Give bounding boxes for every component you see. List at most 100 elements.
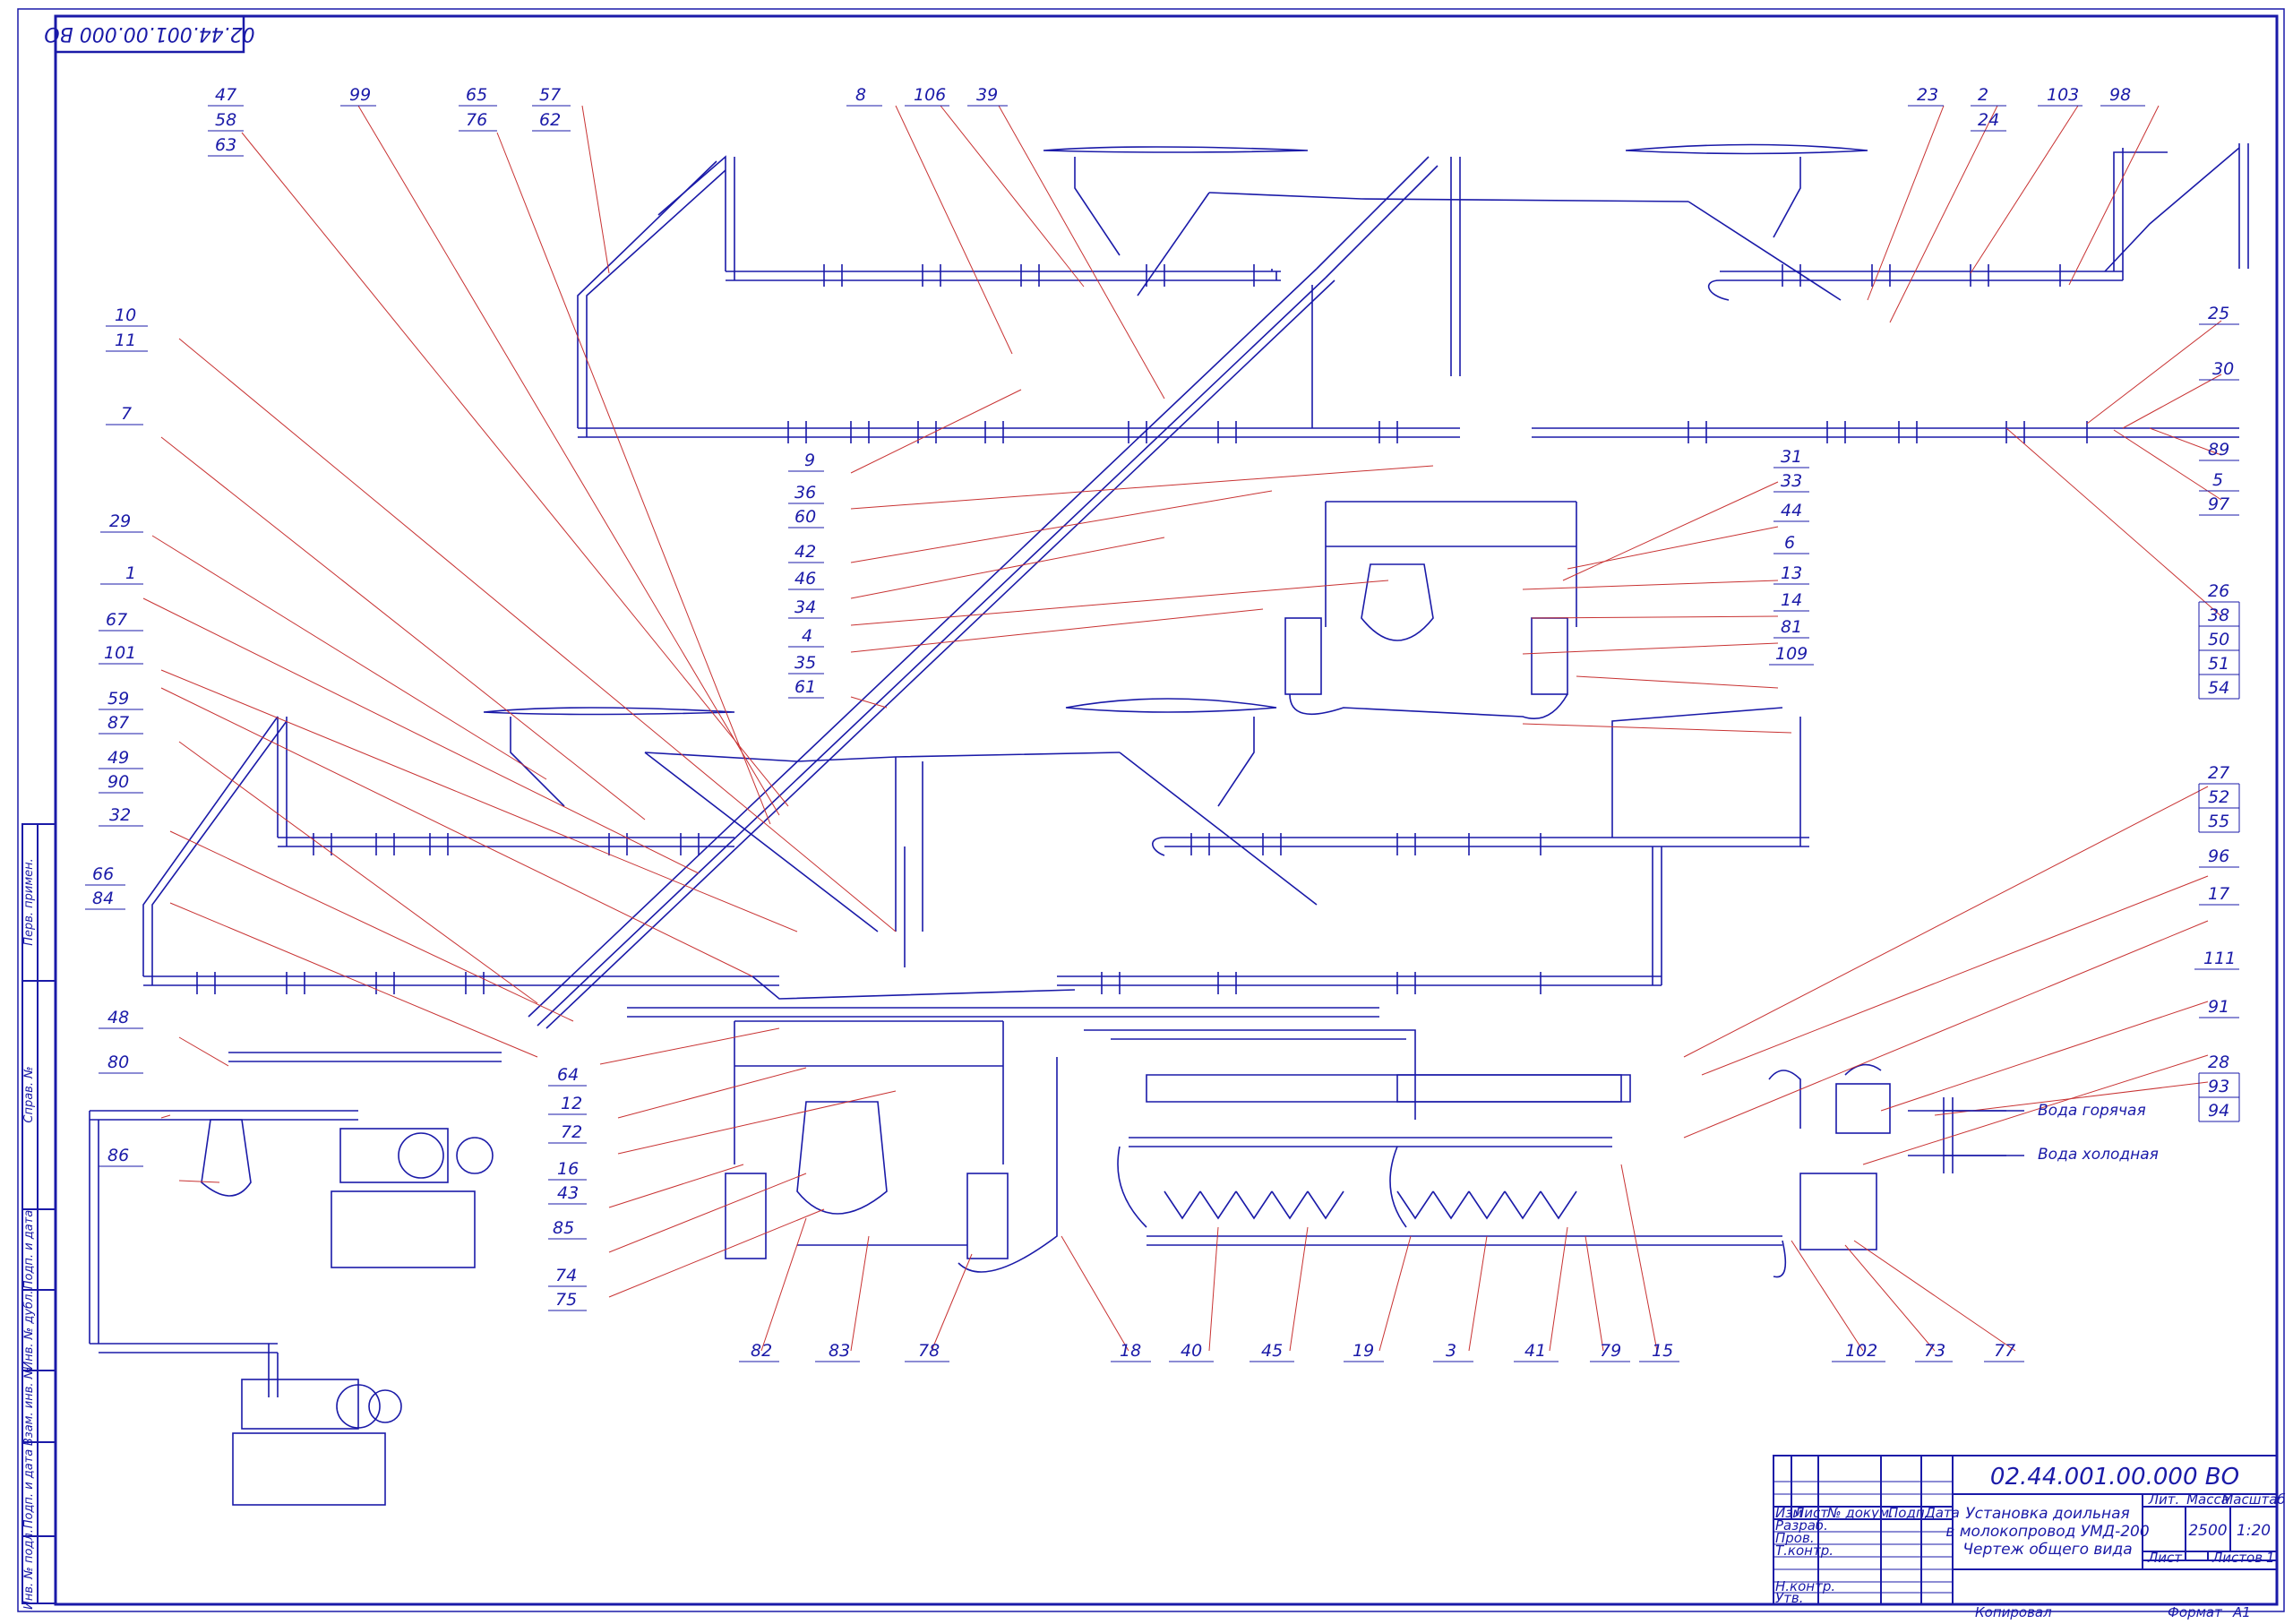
col-header-date: Дата [1924, 1505, 1960, 1521]
sheets-label: Листов [2211, 1550, 2263, 1566]
callout: 7 [121, 404, 132, 424]
callouts-top: 47 58 63 99 65 76 57 62 8 106 39 23 2 24… [215, 85, 2131, 155]
callout: 38 [2208, 606, 2229, 625]
callout: 18 [1120, 1341, 1141, 1361]
callout: 23 [1917, 85, 1938, 105]
callout: 1 [125, 563, 136, 583]
callout: 27 [2208, 763, 2229, 783]
callout-boxes-top [208, 105, 2145, 157]
callout: 44 [1781, 501, 1802, 520]
role-prov: Пров. [1775, 1530, 1815, 1546]
leader-lines [142, 105, 2222, 1352]
callout: 84 [92, 889, 114, 908]
callout: 34 [794, 597, 816, 617]
inner-frame [54, 14, 2279, 1606]
callout: 80 [107, 1053, 129, 1072]
callout: 73 [1924, 1341, 1945, 1361]
sheet-label: Лист [2147, 1550, 2183, 1566]
callout: 65 [466, 85, 487, 105]
callout: 102 [1845, 1341, 1877, 1361]
callout: 19 [1353, 1341, 1374, 1361]
callout-boxes-right [2194, 323, 2240, 1122]
format-value: А1 [2232, 1604, 2251, 1620]
copied-by: Копировал [1975, 1604, 2052, 1620]
rotated-code-box: 02.44.001.00.000 ВО [44, 14, 255, 54]
lit-header: Лит. [2148, 1491, 2180, 1508]
hot-water-label: Вода горячая [2038, 1102, 2146, 1120]
callout: 57 [539, 85, 561, 105]
callouts-mid-right: 31 33 44 6 13 14 81 109 [1775, 447, 1808, 664]
callout: 55 [2208, 812, 2229, 831]
scale-value: 1:20 [2237, 1522, 2271, 1540]
callout: 106 [914, 85, 946, 105]
callout: 66 [92, 864, 114, 884]
side-stamp-5: Взам. инв. № [22, 1367, 36, 1446]
role-razrab: Разраб. [1775, 1517, 1828, 1534]
callout: 86 [107, 1146, 129, 1165]
scale-header: Масштаб [2221, 1491, 2285, 1508]
callout: 64 [557, 1065, 579, 1085]
side-stamp-3: Подп. и дата [22, 1210, 36, 1290]
title-line-1: Установка доильная [1965, 1505, 2130, 1523]
callout: 99 [349, 85, 371, 105]
callout: 32 [109, 805, 131, 825]
side-stamp-7: Инв. № подл. [22, 1529, 36, 1610]
callout: 16 [557, 1159, 579, 1179]
callout: 28 [2208, 1053, 2229, 1072]
callout: 67 [106, 610, 127, 630]
callouts-bottom: 82 83 78 18 40 45 19 3 41 79 15 102 73 7… [751, 1341, 2015, 1361]
callout: 97 [2208, 494, 2229, 514]
callout: 54 [2208, 678, 2229, 698]
role-nkontr: Н.контр. [1775, 1578, 1835, 1594]
callout: 36 [794, 483, 816, 503]
callout: 2 [1978, 85, 1988, 105]
water-annotations: Вода горячая Вода холодная [1944, 1102, 2159, 1164]
callout: 25 [2208, 304, 2229, 323]
drawing-code: 02.44.001.00.000 ВО [1990, 1464, 2239, 1491]
callout: 11 [115, 331, 136, 350]
side-stamp-4: Инв. № дубл. [22, 1291, 36, 1371]
callout: 83 [829, 1341, 850, 1361]
callout: 8 [855, 85, 866, 105]
col-header-izm: Изм [1775, 1505, 1803, 1521]
side-stamp-6: Подп. и дата [22, 1449, 36, 1529]
title-block-text: 02.44.001.00.000 ВО Установка доильная в… [1775, 1464, 2286, 1620]
callout: 78 [918, 1341, 940, 1361]
col-header-doc: № докум. [1826, 1505, 1894, 1521]
callout: 14 [1781, 590, 1802, 610]
callout: 6 [1784, 533, 1795, 553]
callout: 62 [539, 110, 561, 130]
callout: 87 [107, 713, 129, 733]
callout: 81 [1781, 617, 1802, 637]
middle-pipeline [142, 698, 1809, 1000]
callout: 24 [1978, 110, 1999, 130]
callout: 9 [804, 451, 815, 470]
mass-value: 2500 [2188, 1522, 2227, 1540]
callout-boxes-left [85, 325, 148, 1167]
callout: 31 [1781, 447, 1802, 467]
callout: 72 [561, 1122, 582, 1142]
callout: 98 [2109, 85, 2131, 105]
title-line-3: Чертеж общего вида [1962, 1541, 2132, 1559]
callout: 85 [553, 1218, 574, 1238]
callout: 103 [2047, 85, 2079, 105]
callout-boxes-center [548, 470, 824, 1311]
callout: 42 [794, 542, 816, 562]
callout: 91 [2208, 997, 2229, 1017]
callout: 109 [1775, 644, 1808, 664]
callout: 12 [561, 1094, 582, 1113]
callout: 60 [794, 507, 816, 527]
callout: 48 [107, 1008, 129, 1027]
callout: 74 [555, 1266, 577, 1285]
callout: 46 [794, 569, 816, 589]
side-stamp-1: Перв. примен. [22, 858, 36, 946]
sheets-count: 1 [2266, 1550, 2275, 1566]
rotated-code-text: 02.44.001.00.000 ВО [44, 22, 254, 45]
callouts-center: 9 36 60 42 46 34 4 35 61 64 12 72 16 43 … [553, 451, 816, 1310]
callout: 3 [1446, 1341, 1456, 1361]
callout: 13 [1781, 563, 1802, 583]
side-stamp [21, 823, 56, 1604]
callout: 59 [107, 689, 129, 709]
